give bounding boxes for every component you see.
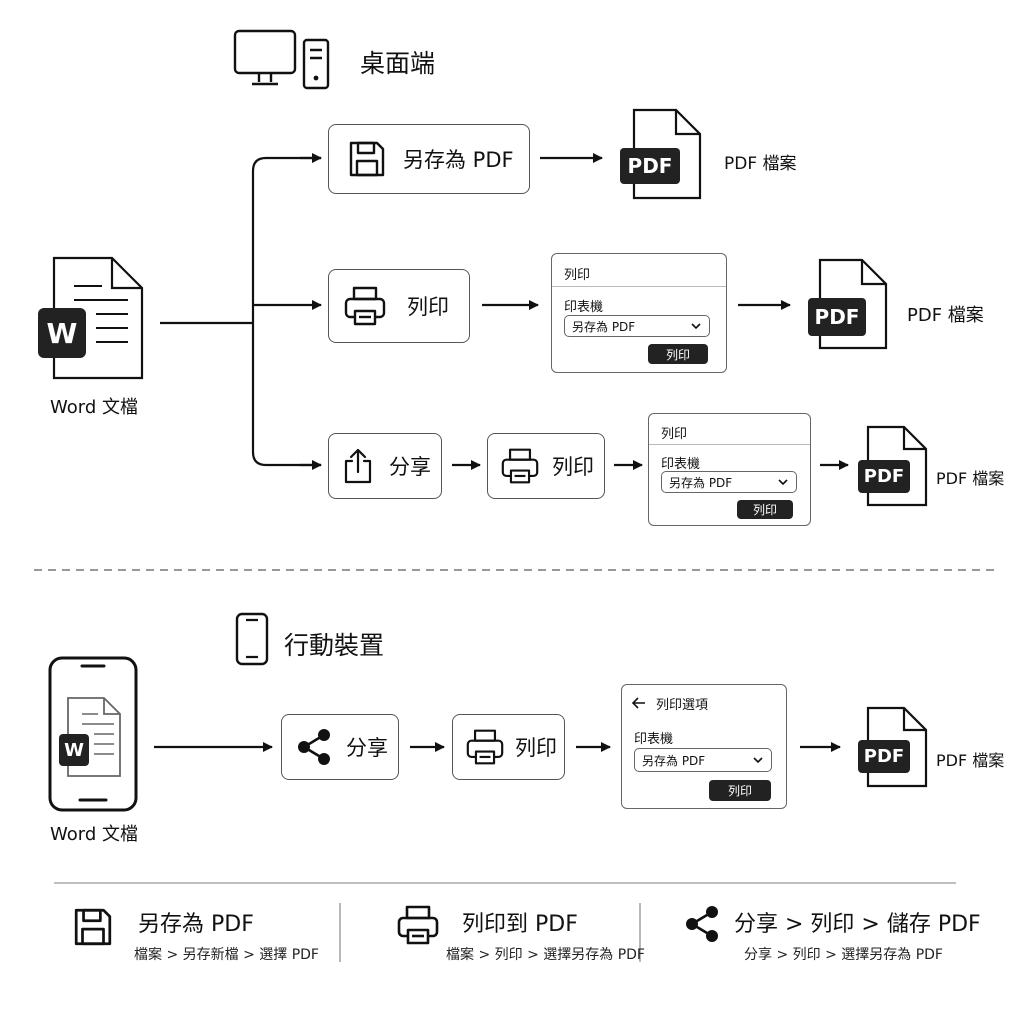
mobile-section-title: 行動裝置 <box>284 631 385 660</box>
print-label: 列印 <box>407 295 449 319</box>
dialog-title: 列印選項 <box>656 698 709 713</box>
save-as-pdf-button[interactable]: 另存為 PDF <box>328 124 530 194</box>
print-dialog: 列印 印表機 另存為 PDF 列印 <box>551 253 727 373</box>
printer-select[interactable]: 另存為 PDF <box>564 315 710 337</box>
smartphone-icon <box>48 656 138 812</box>
printer-select-value: 另存為 PDF <box>642 753 706 768</box>
print-dialog: 列印 印表機 另存為 PDF 列印 <box>648 413 811 526</box>
dialog-title: 列印 <box>564 268 591 283</box>
printer-select[interactable]: 另存為 PDF <box>634 748 772 772</box>
floppy-disk-icon <box>74 908 112 946</box>
dialog-print-button[interactable]: 列印 <box>709 780 771 801</box>
mobile-word-doc-label: Word 文檔 <box>50 824 138 845</box>
printer-label: 印表機 <box>634 732 674 747</box>
summary-path: 分享 > 列印 > 選擇另存為 PDF <box>744 947 943 963</box>
printer-icon <box>466 729 504 765</box>
summary-title: 分享 > 列印 > 儲存 PDF <box>734 912 981 937</box>
printer-icon <box>344 286 386 326</box>
summary-title: 另存為 PDF <box>138 912 254 937</box>
share-button[interactable]: 分享 <box>281 714 399 780</box>
word-badge: W <box>38 308 86 358</box>
share-icon <box>298 729 330 765</box>
row1-result-label: PDF 檔案 <box>724 154 797 174</box>
word-badge: W <box>59 734 89 766</box>
summary-title: 列印到 PDF <box>462 912 578 937</box>
mobile-result-label: PDF 檔案 <box>936 751 1005 770</box>
share-button[interactable]: 分享 <box>328 433 442 499</box>
summary-path: 檔案 > 另存新檔 > 選擇 PDF <box>134 947 319 963</box>
save-as-pdf-label: 另存為 PDF <box>403 148 514 172</box>
pdf-badge: PDF <box>620 148 680 184</box>
printer-label: 印表機 <box>661 457 701 472</box>
print-label: 列印 <box>515 736 557 760</box>
dialog-print-button[interactable]: 列印 <box>648 344 708 364</box>
print-button[interactable]: 列印 <box>487 433 605 499</box>
share-label: 分享 <box>346 736 388 760</box>
chevron-down-icon <box>778 479 788 485</box>
chevron-down-icon <box>753 757 763 763</box>
print-label: 列印 <box>552 455 594 479</box>
share-upload-icon <box>344 448 372 484</box>
chevron-down-icon <box>691 323 701 329</box>
printer-icon <box>501 448 539 484</box>
row2-result-label: PDF 檔案 <box>907 305 984 326</box>
dialog-print-button[interactable]: 列印 <box>737 500 793 519</box>
printer-label: 印表機 <box>564 300 604 315</box>
printer-select-value: 另存為 PDF <box>572 319 636 334</box>
back-arrow-icon[interactable] <box>632 697 646 709</box>
floppy-disk-icon <box>349 141 385 177</box>
printer-icon <box>397 905 439 945</box>
mobile-phone-icon <box>235 612 269 666</box>
print-button[interactable]: 列印 <box>328 269 470 343</box>
desktop-computer-icon <box>233 29 330 90</box>
desktop-word-doc-label: Word 文檔 <box>50 397 138 418</box>
share-icon <box>686 906 718 942</box>
desktop-section-title: 桌面端 <box>360 49 436 78</box>
printer-select[interactable]: 另存為 PDF <box>661 471 797 493</box>
printer-select-value: 另存為 PDF <box>669 475 733 490</box>
print-button[interactable]: 列印 <box>452 714 565 780</box>
dialog-title: 列印 <box>661 427 688 442</box>
row3-result-label: PDF 檔案 <box>936 469 1005 488</box>
share-label: 分享 <box>389 455 431 479</box>
pdf-badge: PDF <box>808 298 866 336</box>
print-options-dialog: 列印選項 印表機 另存為 PDF 列印 <box>621 684 787 809</box>
pdf-badge: PDF <box>858 740 910 773</box>
pdf-badge: PDF <box>858 460 910 493</box>
summary-path: 檔案 > 列印 > 選擇另存為 PDF <box>446 947 645 963</box>
